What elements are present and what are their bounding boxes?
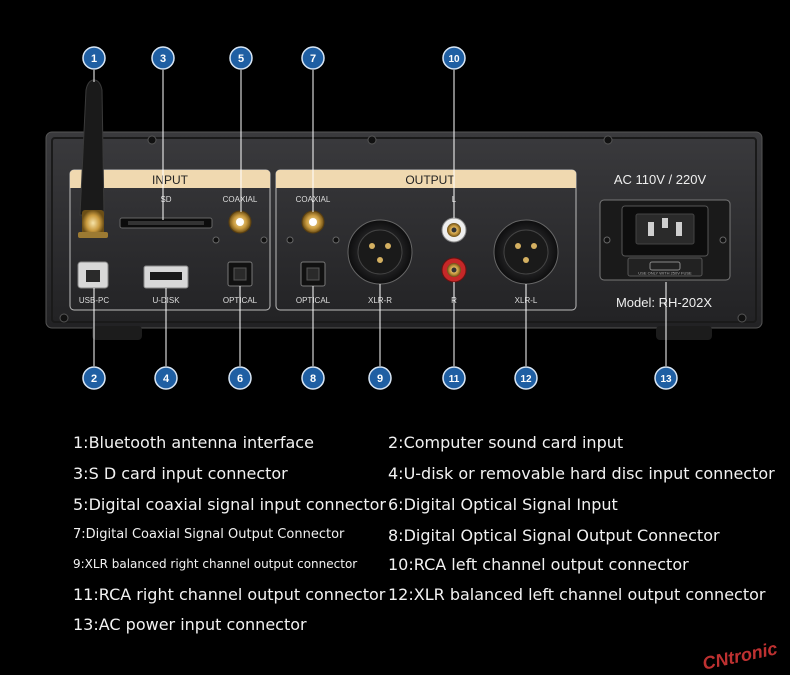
legend-item-11: 11:RCA right channel output connector — [73, 585, 386, 604]
callout-badge-7: 7 — [301, 46, 325, 70]
output-panel: OUTPUT — [275, 169, 577, 311]
ac-power-inlet: AC 110V / 220V USE ONLY WITH 250V FUSE M… — [599, 172, 731, 310]
callout-number: 13 — [660, 374, 672, 385]
callout-badge-3: 3 — [151, 46, 175, 70]
callout-badge-8: 8 — [301, 366, 325, 390]
callout-badge-2: 2 — [82, 366, 106, 390]
bluetooth-antenna — [78, 79, 108, 238]
legend-item-12: 12:XLR balanced left channel output conn… — [388, 585, 766, 604]
legend-item-8: 8:Digital Optical Signal Output Connecto… — [388, 526, 720, 545]
legend-item-4: 4:U-disk or removable hard disc input co… — [388, 464, 775, 483]
foot-left — [92, 326, 142, 340]
callout-number: 2 — [91, 373, 97, 385]
callout-badge-6: 6 — [228, 366, 252, 390]
coaxial-in-label: COAXIAL — [223, 195, 258, 204]
callout-number: 1 — [91, 53, 97, 65]
callout-badge-12: 12 — [514, 366, 538, 390]
callout-number: 4 — [163, 373, 170, 385]
callout-number: 12 — [520, 374, 532, 385]
callout-badge-5: 5 — [229, 46, 253, 70]
legend-item-6: 6:Digital Optical Signal Input — [388, 495, 618, 514]
xlr-left-output: XLR-L — [493, 219, 559, 305]
callout-number: 9 — [377, 373, 383, 385]
legend-item-2: 2:Computer sound card input — [388, 433, 624, 452]
power-label: AC 110V / 220V — [614, 172, 707, 187]
legend-item-5: 5:Digital coaxial signal input connector — [73, 495, 386, 514]
legend-item-3: 3:S D card input connector — [73, 464, 288, 483]
fuse-text: USE ONLY WITH 250V FUSE — [638, 271, 692, 276]
callout-number: 7 — [310, 53, 316, 65]
foot-right — [656, 326, 712, 340]
output-header: OUTPUT — [405, 173, 455, 187]
callout-badge-4: 4 — [154, 366, 178, 390]
callout-badge-13: 13 — [654, 366, 678, 390]
sd-label: SD — [160, 195, 171, 204]
callout-number: 10 — [448, 54, 460, 65]
legend-item-9: 9:XLR balanced right channel output conn… — [73, 557, 358, 571]
input-header: INPUT — [152, 173, 189, 187]
callout-number: 6 — [237, 373, 243, 385]
legend-item-13: 13:AC power input connector — [73, 615, 307, 634]
leader-lines — [93, 70, 667, 366]
callout-number: 11 — [449, 374, 460, 385]
coaxial-input-jack: COAXIAL — [212, 195, 268, 244]
sd-card-slot: SD — [119, 195, 213, 229]
callout-number: 8 — [310, 373, 316, 385]
legend-item-1: 1:Bluetooth antenna interface — [73, 433, 314, 452]
callout-number: 3 — [160, 53, 166, 65]
callout-number: 5 — [238, 53, 244, 65]
callout-badge-11: 11 — [442, 366, 466, 390]
callout-badge-9: 9 — [368, 366, 392, 390]
callout-badge-10: 10 — [442, 46, 466, 70]
legend-item-10: 10:RCA left channel output connector — [388, 555, 689, 574]
callout-badge-1: 1 — [82, 46, 106, 70]
model-label: Model: RH-202X — [616, 295, 712, 310]
legend-item-7: 7:Digital Coaxial Signal Output Connecto… — [73, 527, 345, 542]
input-panel: INPUT — [69, 169, 271, 311]
